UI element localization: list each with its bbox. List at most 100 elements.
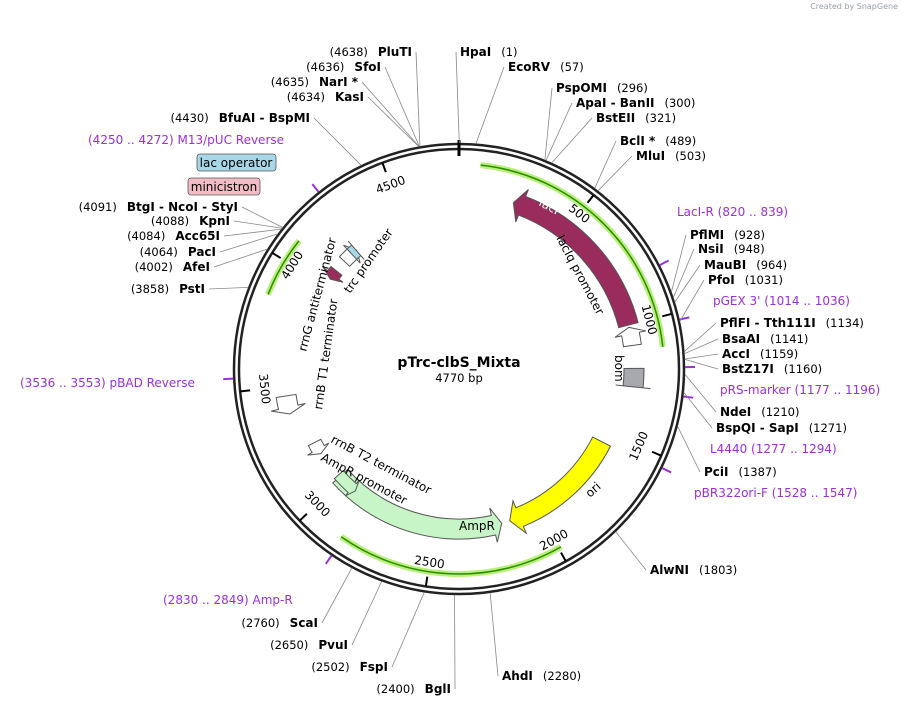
enzyme-label: BstZ17I(1160)	[722, 362, 822, 376]
enzyme-label: AccI(1159)	[722, 347, 798, 361]
enzyme-label: (4638)PluTI	[330, 45, 412, 59]
snapgene-credit: Created by SnapGene	[810, 2, 898, 11]
enzyme-leader	[544, 87, 553, 161]
minicistron-box	[187, 177, 261, 196]
enzyme-label: (2400)BglI	[376, 682, 451, 696]
enzyme-label: NsiI(948)	[698, 242, 765, 256]
enzyme-label: MluI(503)	[636, 149, 706, 163]
enzyme-label: (4634)KasI	[287, 90, 364, 104]
primer-label: pRS-marker (1177 .. 1196)	[720, 383, 880, 397]
enzyme-leader	[241, 206, 283, 228]
enzyme-label: BsaAI(1141)	[722, 332, 808, 346]
primer-mark	[659, 259, 670, 267]
enzyme-leader	[673, 248, 695, 298]
tick-label: 1500	[626, 429, 651, 463]
enzyme-leader	[551, 117, 593, 164]
enzyme-leader	[684, 322, 717, 352]
primer-label: (2830 .. 2849) Amp-R	[163, 593, 293, 607]
tick-label: 4500	[374, 173, 408, 197]
enzyme-leader	[684, 358, 719, 370]
enzyme-label: ApaI - BanII(300)	[576, 96, 695, 110]
primer-label: L4440 (1277 .. 1294)	[710, 442, 837, 456]
feature-layer	[265, 162, 666, 577]
enzyme-leader	[391, 592, 425, 668]
enzyme-label: MauBI(964)	[704, 258, 787, 272]
lac-operator-box	[196, 153, 277, 172]
tick-mark	[651, 450, 662, 457]
enzyme-leader	[415, 51, 421, 147]
enzyme-label: (4636)SfoI	[306, 60, 381, 74]
enzyme-leader	[361, 81, 420, 147]
tick-mark	[381, 162, 387, 173]
enzyme-leader	[615, 531, 647, 571]
enzyme-label: (4088)KpnI	[151, 214, 230, 228]
bom-label: bom	[612, 355, 626, 382]
laci-arrow	[512, 189, 639, 329]
tick-mark	[662, 312, 673, 318]
enzyme-label: BclI *(489)	[620, 134, 696, 148]
enzyme-leader	[223, 228, 282, 237]
minicistron-label: minicistron	[191, 180, 257, 194]
orf-arc	[267, 240, 300, 295]
ampr-arrow	[332, 468, 503, 543]
enzyme-label: PflFI - Tth111I(1134)	[720, 316, 864, 330]
enzyme-leader	[455, 51, 460, 144]
enzyme-label: AhdI(2280)	[502, 669, 581, 683]
primer-label: LacI-R (820 .. 839)	[677, 205, 788, 219]
primer-label: (3536 .. 3553) pBAD Reverse	[20, 376, 195, 390]
enzyme-leader	[321, 567, 353, 624]
enzyme-labels: LacI-R (820 .. 839) pGEX 3' (1014 .. 1036…	[20, 45, 880, 696]
enzyme-leader	[208, 286, 249, 290]
enzyme-label: NdeI(1210)	[720, 405, 800, 419]
primer-mark	[325, 555, 333, 565]
enzyme-leader	[594, 140, 617, 189]
primer-label: pGEX 3' (1014 .. 1036)	[713, 294, 850, 308]
enzyme-leader	[684, 338, 719, 355]
enzyme-label: HpaI(1)	[460, 45, 518, 59]
orf-arc	[340, 536, 562, 575]
enzyme-label: AlwNI(1803)	[650, 563, 737, 577]
enzyme-leader	[384, 66, 420, 147]
primer-mark	[661, 467, 672, 474]
tick-mark	[271, 251, 282, 259]
enzyme-label: PspOMI(296)	[556, 81, 648, 95]
enzyme-label: PfoI(1031)	[708, 273, 783, 287]
enzyme-leader-lines	[208, 51, 719, 690]
enzyme-label: (4430)BfuAI - BspMI	[170, 111, 310, 125]
enzyme-leader	[671, 234, 687, 292]
enzyme-leader	[233, 220, 283, 229]
enzyme-label: (2760)ScaI	[241, 616, 318, 630]
enzyme-label: (4002)AfeI	[135, 260, 210, 274]
orf-arc	[480, 164, 664, 347]
enzyme-leader	[489, 592, 499, 677]
enzyme-leader	[677, 426, 701, 473]
ampr-label: AmpR	[459, 519, 495, 533]
tick-mark	[586, 194, 595, 204]
bom-box	[615, 367, 651, 390]
ori-arrow	[509, 436, 612, 535]
tick-mark	[560, 552, 567, 562]
rrnb-t1-arrow	[271, 393, 306, 415]
laciq-promoter-arrow	[614, 326, 647, 348]
enzyme-leader	[684, 373, 717, 413]
enzyme-label: (4091)BtgI - NcoI - StyI	[79, 200, 238, 214]
enzyme-label: BstEII(321)	[596, 111, 676, 125]
primer-label: pBR322ori-F (1528 .. 1547)	[694, 486, 857, 500]
primer-mark	[311, 183, 320, 193]
enzyme-leader	[597, 155, 633, 192]
enzyme-leader	[367, 96, 420, 147]
tick-mark	[240, 389, 251, 393]
lac-operator-box-mark	[346, 240, 365, 261]
enzyme-leader	[683, 392, 713, 429]
plasmid-name: pTrc-clbS_Mixta	[397, 355, 520, 371]
primer-label: (4250 .. 4272) M13/pUC Reverse	[88, 133, 284, 147]
enzyme-leader	[475, 66, 505, 144]
enzyme-label: (4635)NarI *	[271, 75, 359, 89]
rrnb-t2-arrow	[307, 438, 330, 456]
enzyme-leader	[545, 102, 573, 161]
enzyme-leader	[219, 233, 278, 253]
enzyme-leader	[351, 581, 383, 646]
enzyme-leader	[679, 279, 705, 322]
enzyme-label: PflMI(928)	[690, 228, 765, 242]
